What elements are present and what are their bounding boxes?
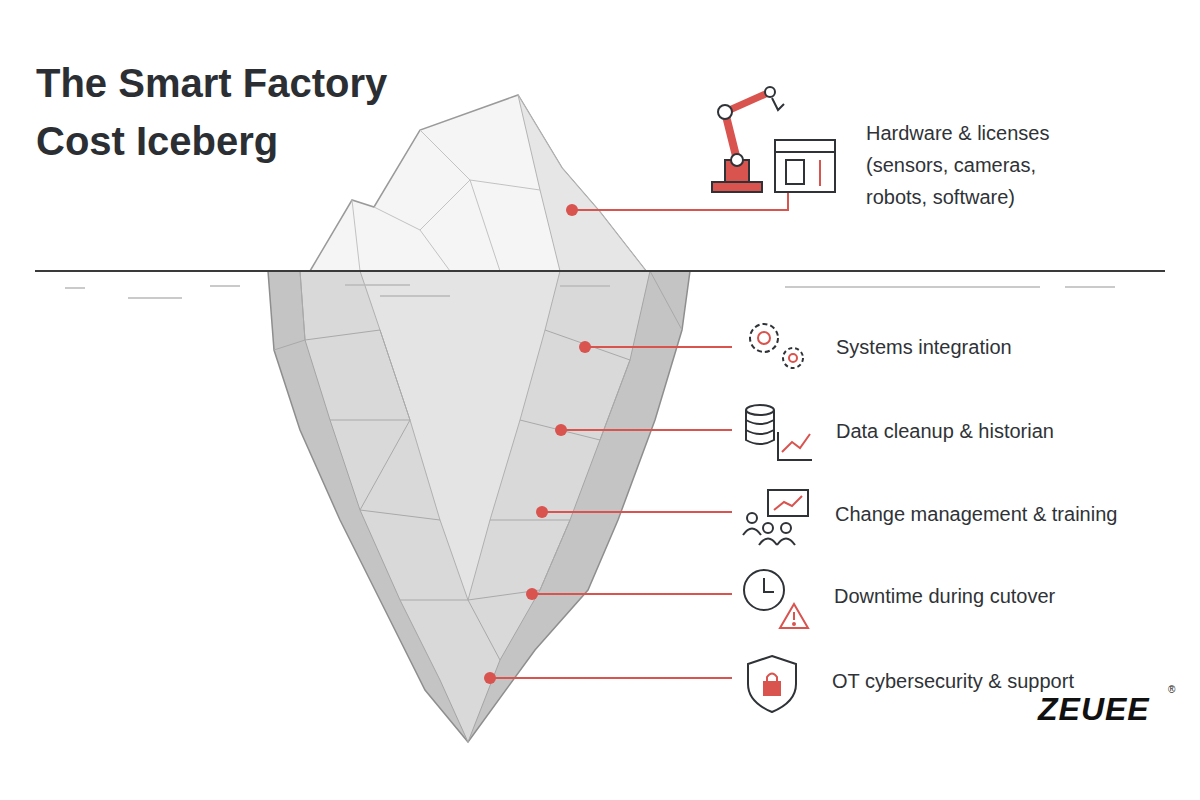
iceberg-top [310,95,646,271]
leader-line [490,677,732,679]
chart-line [782,434,810,452]
board-chart [774,496,802,510]
iceberg-underwater [268,271,690,742]
ripple [560,285,610,287]
facet-line [360,510,440,520]
database-chart-icon [746,405,812,460]
callout-label: Change management & training [835,501,1175,527]
warning-triangle [780,604,808,628]
robot-software-icon [712,87,835,192]
iceberg-tip [310,95,646,271]
robot-joint [765,87,775,97]
callout-label: Systems integration [836,334,1166,360]
clock-warning-icon [744,570,808,628]
callout-leaders [490,190,788,678]
leader-line [532,593,732,595]
window-bar [775,151,835,153]
leader-line [561,429,732,431]
person-body [743,529,761,536]
facet-line [468,520,570,600]
facet-line [352,200,360,271]
facet-line [374,180,470,230]
water-ripples [65,285,1115,298]
person-body [759,539,777,546]
iceberg-face [300,271,650,742]
lock-shackle [767,674,777,683]
gear [783,348,803,368]
person-body [777,539,795,546]
registered-mark: ® [1168,684,1188,696]
chart-axis [778,432,812,460]
leader-line [585,346,732,348]
gears-icon [750,324,803,368]
gear [750,324,778,352]
warning-dot [793,623,795,625]
callout-dot [555,424,567,436]
robot-joint [731,154,743,166]
facet-line [305,330,410,510]
gear-hub [789,354,797,362]
ripple [380,295,450,297]
db-body [746,410,774,444]
ripple [345,284,410,286]
presentation-board [768,490,808,516]
callout-dots [484,204,591,684]
iceberg-face [360,271,560,600]
facet-line [650,271,682,330]
facet-line [470,180,500,271]
facet-line [274,271,305,350]
callout-label: Hardware & licenses (sensors, cameras, r… [866,117,1081,213]
callout-dot [579,341,591,353]
person-head [781,523,791,533]
ripple [1065,286,1115,288]
robot-gripper [772,98,784,110]
software-window [775,140,835,192]
water-line [35,270,1165,272]
clock-hands [764,578,774,592]
person-head [747,513,757,523]
window-accent [819,160,821,186]
callout-dot [526,588,538,600]
ripple [210,285,240,287]
brand-watermark: ZEUEE [1038,690,1178,728]
diagram-title: The Smart Factory Cost Iceberg [36,54,406,170]
iceberg-facets [274,271,682,660]
window-doc [786,160,804,184]
robot-joint [718,105,732,119]
person-head [763,523,773,533]
callout-label: Data cleanup & historian [836,418,1166,444]
ripple [65,287,85,289]
iceberg-base [268,271,690,742]
iceberg-face [518,95,646,271]
iceberg-facets [352,130,540,271]
leader-line [542,511,732,513]
facet-line [330,420,410,421]
training-icon [743,490,808,545]
lock-body [764,682,780,695]
callout-dot [536,506,548,518]
callout-dot [566,204,578,216]
robot-base [712,182,762,192]
facet-line [420,130,540,190]
ripple [128,297,182,299]
clock-face [744,570,784,610]
facet-line [400,600,500,660]
shield [748,656,796,712]
callout-label: OT cybersecurity & support [832,668,1162,694]
db-top [746,405,774,415]
callout-label: Downtime during cutover [834,583,1164,609]
shield-lock-icon [748,656,796,712]
gear-hub [758,332,770,344]
ripple [785,286,1040,288]
callout-dot [484,672,496,684]
facet-line [420,230,450,271]
warning-mark [793,612,795,620]
